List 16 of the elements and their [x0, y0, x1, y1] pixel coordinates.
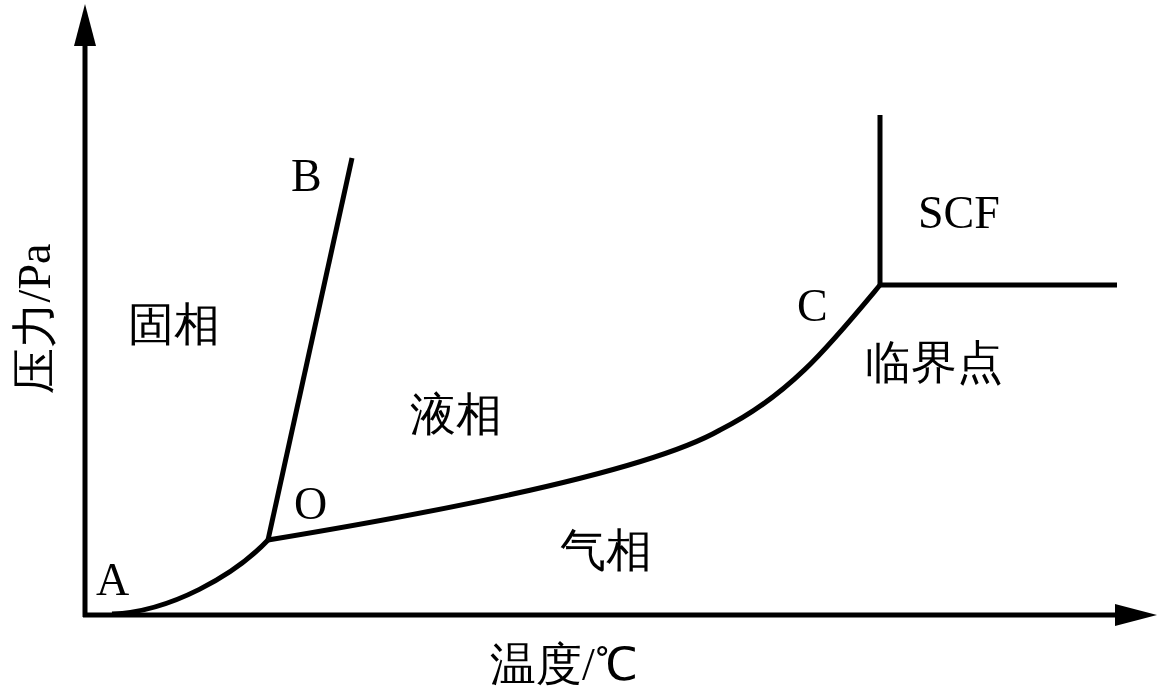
axis-title: 压力/Pa: [12, 243, 59, 395]
point-label: C: [797, 283, 828, 329]
region-label: SCF: [918, 190, 1000, 236]
point-label: 临界点: [865, 340, 1003, 386]
point-label: O: [294, 481, 328, 527]
axis-title: 温度/℃: [490, 642, 637, 688]
phase-boundary-line: [877, 115, 883, 285]
point-label: A: [96, 557, 130, 603]
region-label: 液相: [410, 392, 502, 438]
region-label: 固相: [128, 302, 220, 348]
phase-boundary-line: [880, 282, 1117, 288]
phase-boundary-line: [267, 283, 882, 543]
phase-boundary-line: [111, 538, 270, 617]
phase-boundary-line: [265, 157, 355, 541]
region-label: 气相: [560, 528, 652, 574]
point-label: B: [291, 153, 322, 199]
